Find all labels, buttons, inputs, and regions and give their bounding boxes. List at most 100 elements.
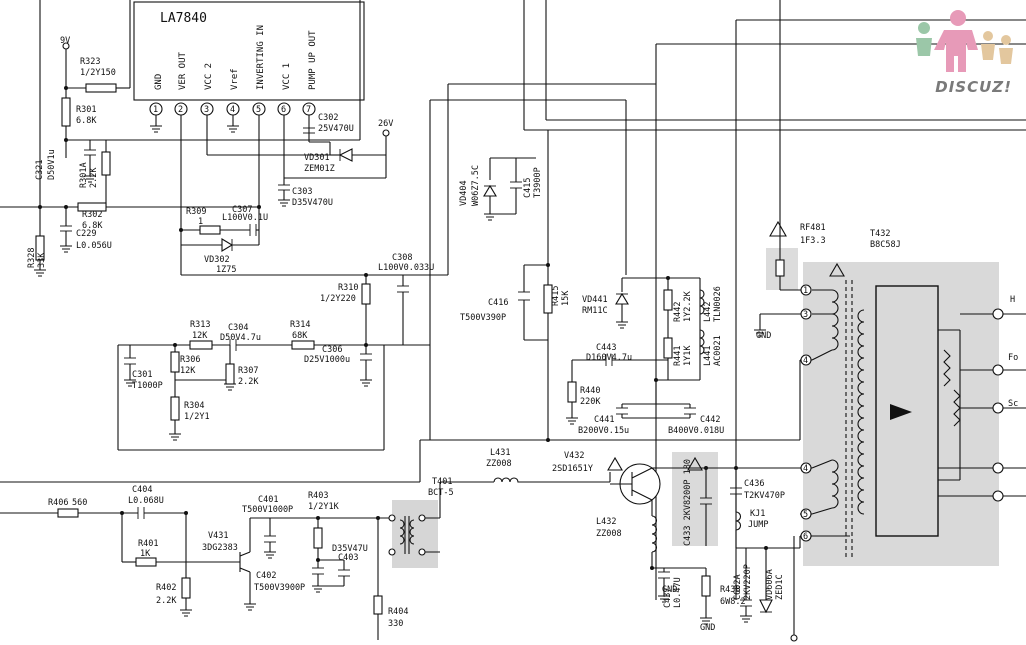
ic-name: LA7840	[160, 11, 207, 26]
tpin-number: 4	[803, 356, 808, 366]
tpin-number: 1	[803, 286, 808, 296]
t401-shade	[392, 500, 438, 568]
component-ref: R402	[156, 583, 176, 593]
component-value: T500V1000P	[242, 505, 293, 515]
component-ref: C302	[318, 113, 338, 123]
component-value: 1/2Y150	[80, 68, 116, 78]
diode-vd302	[221, 238, 234, 252]
component-ref: R313	[190, 320, 210, 330]
transformer-pin-numbers: 1 3 4 4 5 6	[803, 286, 808, 542]
component-ref: C307	[232, 205, 252, 215]
component-value: L100V0.1U	[222, 213, 268, 223]
ic-pin-number: 1	[153, 105, 158, 115]
resistor-r415	[543, 284, 553, 314]
component-value: 2SD1651Y	[552, 464, 593, 474]
component-value: D35V470U	[292, 198, 333, 208]
component-value: 6.8K	[82, 221, 103, 231]
tpin-number: 5	[803, 510, 808, 520]
component-value: L0.056U	[76, 241, 112, 251]
component-ref: R310	[338, 283, 358, 293]
component-value: 2.2K	[156, 596, 177, 606]
component-value: 1Y1K	[683, 345, 693, 366]
resistor-r323	[85, 83, 117, 93]
component-ref: C441	[594, 415, 614, 425]
component-value: 12K	[192, 331, 208, 341]
component-ref: RF481	[800, 223, 826, 233]
component-value: T3900P	[533, 167, 543, 198]
component-ref: T401	[432, 477, 452, 487]
component-value: 1Z75	[216, 265, 236, 275]
resistor-r440	[567, 381, 577, 403]
component-value: T500V390P	[460, 313, 506, 323]
component-ref: VD441	[582, 295, 608, 305]
resistor-r442	[663, 289, 673, 311]
component-ref: VD606A	[765, 569, 775, 600]
component-ref: L431	[490, 448, 510, 458]
inductors	[493, 289, 742, 553]
component-value: ZED1C	[775, 574, 785, 600]
component-value: 1/2Y1	[184, 412, 210, 422]
component-ref: R323	[80, 57, 100, 67]
component-ref: C443	[596, 343, 616, 353]
component-value: W06Z7.5C	[471, 165, 481, 206]
ic-pin-circles: 1 2 3 4 5 6 7	[149, 102, 316, 116]
component-value: L100V0.033U	[378, 263, 434, 273]
component-ref: KJ1	[750, 509, 765, 519]
component-ref: L432	[596, 517, 616, 527]
component-value: ZZ008	[596, 529, 622, 539]
component-ref: R304	[184, 401, 204, 411]
ic-pin-number: 4	[230, 105, 235, 115]
ic-pin-name: VCC 2	[204, 63, 214, 90]
component-value: 3DG2383	[202, 543, 238, 553]
diode-vd606a	[759, 599, 773, 614]
ic-pin-names: GND VER OUT VCC 2 Vref INVERTING IN VCC …	[154, 25, 318, 90]
capacitors	[60, 127, 752, 616]
component-ref: R401	[138, 539, 158, 549]
component-ref: C403	[338, 553, 358, 563]
component-ref: C416	[488, 298, 508, 308]
resistor-r302	[77, 202, 107, 212]
warning-triangle-icons	[607, 220, 845, 471]
component-value: B8C58J	[870, 240, 901, 250]
supply-26v-label: 26V	[378, 119, 393, 129]
component-ref: R314	[290, 320, 310, 330]
transformer-t432	[800, 280, 1004, 560]
resistor-r441	[663, 337, 673, 359]
component-value: 25V470U	[318, 124, 354, 134]
component-value: JUMP	[748, 520, 768, 530]
component-ref: V431	[208, 531, 228, 541]
diodes	[221, 148, 773, 614]
resistor-r313	[189, 340, 213, 350]
component-ref: R440	[580, 386, 600, 396]
component-ref: VD301	[304, 153, 330, 163]
component-ref: C306	[322, 345, 342, 355]
component-value: 1	[198, 217, 203, 227]
ic-pin-name: Vref	[230, 68, 240, 90]
discuz-logo	[916, 10, 1013, 72]
diode-vd441	[615, 292, 629, 305]
component-ref: C321	[35, 160, 45, 180]
transformer-t401	[388, 514, 426, 556]
transistors	[239, 463, 661, 573]
gnd-label-3: GND	[700, 623, 715, 633]
component-value: 1Y2.2K	[683, 290, 693, 322]
component-ref: R441	[673, 346, 683, 366]
resistor-r438	[701, 575, 711, 597]
component-value: 68K	[292, 331, 308, 341]
component-value: 6W8.2	[720, 597, 746, 607]
resistor-r304	[170, 396, 180, 421]
component-ref: C437	[663, 588, 673, 608]
ic-pin-number: 6	[281, 105, 286, 115]
component-value: 560	[72, 498, 87, 508]
diode-vd404	[483, 184, 497, 197]
inductor-l441	[699, 329, 705, 355]
component-ref: T432	[870, 229, 890, 239]
jumper-kj1	[735, 511, 742, 531]
component-ref: C602A	[733, 574, 743, 600]
resistor-r402	[181, 577, 191, 599]
component-ref: R307	[238, 366, 258, 376]
component-ref: R438	[720, 585, 740, 595]
component-ref: C308	[392, 253, 412, 263]
